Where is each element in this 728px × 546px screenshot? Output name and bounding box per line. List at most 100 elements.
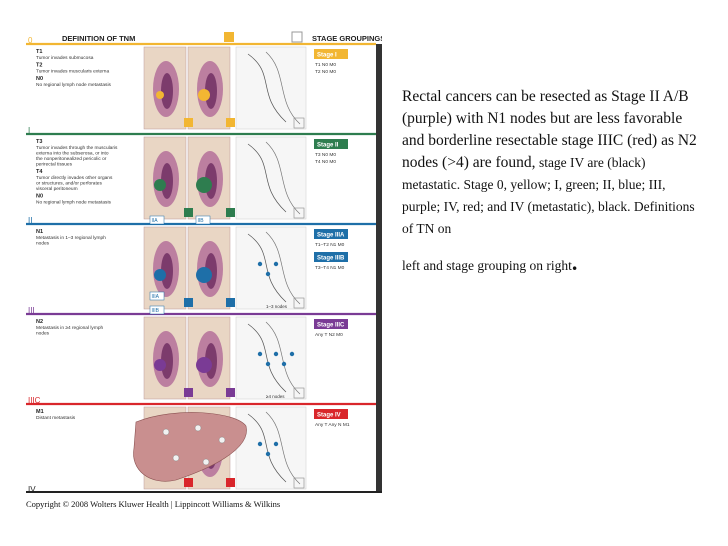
stage-marker-iv: IV bbox=[28, 485, 36, 494]
tnm-code: N1 bbox=[36, 229, 43, 235]
stage-badge bbox=[149, 215, 165, 225]
stage-label: Stage IV bbox=[317, 413, 341, 419]
stage-group-line: T3–T4 N1 M0 bbox=[315, 265, 345, 271]
rectum-lumen bbox=[205, 73, 217, 109]
lymph-node-dot bbox=[289, 351, 295, 357]
tumor-marker bbox=[154, 179, 166, 191]
t-tag bbox=[184, 388, 193, 397]
copyright-notice: Copyright © 2008 Wolters Kluwer Health |… bbox=[26, 499, 281, 509]
node-sketch-line bbox=[247, 323, 287, 393]
node-sketch-panel bbox=[235, 136, 307, 220]
tnm-definition-line: Tumor directly invades other organs bbox=[36, 175, 113, 181]
t-tag bbox=[226, 388, 235, 397]
n-tag bbox=[293, 297, 305, 309]
tnm-code: N0 bbox=[36, 194, 43, 200]
stage-label-box bbox=[314, 319, 348, 329]
t-tag bbox=[184, 478, 193, 487]
stage-group-line: T3 N0 M0 bbox=[315, 152, 336, 158]
node-sketch-panel bbox=[235, 226, 307, 310]
tnm-code: N2 bbox=[36, 319, 43, 325]
stage-label-box bbox=[314, 409, 348, 419]
rectum-lumen bbox=[161, 253, 173, 289]
tumor-marker bbox=[154, 269, 166, 281]
tnm-definition-line: perirectal tissues bbox=[36, 162, 73, 168]
tnm-code: M1 bbox=[36, 409, 44, 415]
rectum-lumen bbox=[161, 163, 173, 199]
node-sketch-line bbox=[265, 51, 301, 125]
node-sketch-line bbox=[247, 53, 287, 123]
caption-period: . bbox=[571, 250, 578, 275]
stage-side-bar bbox=[376, 44, 382, 492]
n-tag bbox=[293, 207, 305, 219]
liver-illustration bbox=[133, 412, 247, 482]
tumor-marker bbox=[156, 91, 164, 99]
stage-label: Stage IIIC bbox=[317, 323, 345, 329]
tnm-definition-line: Tumor invades submucosa bbox=[36, 55, 94, 61]
tumor-marker bbox=[196, 177, 212, 193]
stage-label-box bbox=[314, 229, 348, 239]
t-tag bbox=[226, 118, 235, 127]
tumor-marker bbox=[196, 267, 212, 283]
tnm-code: T4 bbox=[36, 169, 43, 175]
lymph-node-dot bbox=[265, 271, 271, 277]
tumor-marker bbox=[198, 89, 210, 101]
t-tag bbox=[184, 118, 193, 127]
lymph-node-dot bbox=[273, 261, 279, 267]
t-tag bbox=[184, 208, 193, 217]
stage-marker: 0 bbox=[28, 36, 33, 45]
caption-tail-line: left and stage grouping on right. bbox=[402, 250, 702, 276]
stage-label-box bbox=[314, 139, 348, 149]
stage-badge-label: IIIB bbox=[152, 308, 160, 314]
tnm-definition-line: visceral peritoneum bbox=[36, 186, 78, 192]
rectum-lumen bbox=[161, 343, 173, 379]
tnm-definition-line: Metastasis in 1–3 regional lymph bbox=[36, 235, 106, 241]
header-n-tag bbox=[291, 31, 303, 43]
stage-label: Stage IIIA bbox=[317, 233, 345, 239]
tnm-definition-line: Metastasis in ≥4 regional lymph bbox=[36, 325, 103, 331]
tnm-definition-line: Tumor invades through the muscularis bbox=[36, 145, 118, 151]
tnm-code: T1 bbox=[36, 49, 42, 55]
tumor-marker bbox=[196, 357, 212, 373]
node-sketch-line bbox=[265, 411, 301, 485]
lymph-node-dot bbox=[257, 261, 263, 267]
lymph-node-dot bbox=[257, 351, 263, 357]
n-tag bbox=[293, 477, 305, 489]
stage-badge bbox=[149, 291, 165, 301]
metastasis-spot bbox=[202, 458, 210, 466]
metastasis-spot bbox=[162, 428, 170, 436]
stage-marker: IIIC bbox=[28, 396, 41, 405]
stage-badge bbox=[195, 215, 211, 225]
metastasis-spot bbox=[194, 424, 202, 432]
n-tag bbox=[293, 387, 305, 399]
node-sketch-panel bbox=[235, 406, 307, 490]
tnm-definition-line: the nonperitonealized pericolic or bbox=[36, 156, 107, 162]
lymph-node-dot bbox=[281, 361, 287, 367]
stage-badge-label: IIB bbox=[198, 218, 205, 224]
stage-label: Stage I bbox=[317, 53, 337, 59]
node-sketch-line bbox=[247, 233, 287, 303]
stage-group-line: T1–T2 N1 M0 bbox=[315, 242, 345, 248]
lymph-node-dot bbox=[265, 361, 271, 367]
stage-label: Stage II bbox=[317, 143, 339, 149]
stage-group-line: T1 N0 M0 bbox=[315, 62, 336, 68]
tnm-code: N0 bbox=[36, 76, 43, 82]
stage-badge-label: IIIA bbox=[152, 294, 160, 300]
lymph-node-dot bbox=[273, 441, 279, 447]
tnm-definition-line: No regional lymph node metastasis bbox=[36, 82, 112, 88]
tnm-definition-line: No regional lymph node metastasis bbox=[36, 200, 112, 206]
stage-group-line: Any T Any N M1 bbox=[315, 422, 350, 428]
tnm-definition-line: Distant metastasis bbox=[36, 415, 76, 421]
t-tag bbox=[184, 298, 193, 307]
lymph-node-dot bbox=[265, 451, 271, 457]
tnm-code: T3 bbox=[36, 139, 42, 145]
t-tag bbox=[226, 298, 235, 307]
node-sketch-line bbox=[265, 321, 301, 395]
node-sketch-panel bbox=[235, 46, 307, 130]
n-tag bbox=[293, 117, 305, 129]
header-definition-tnm: DEFINITION OF TNM bbox=[62, 34, 135, 43]
tumor-marker bbox=[154, 359, 166, 371]
stage-label-box bbox=[314, 49, 348, 59]
